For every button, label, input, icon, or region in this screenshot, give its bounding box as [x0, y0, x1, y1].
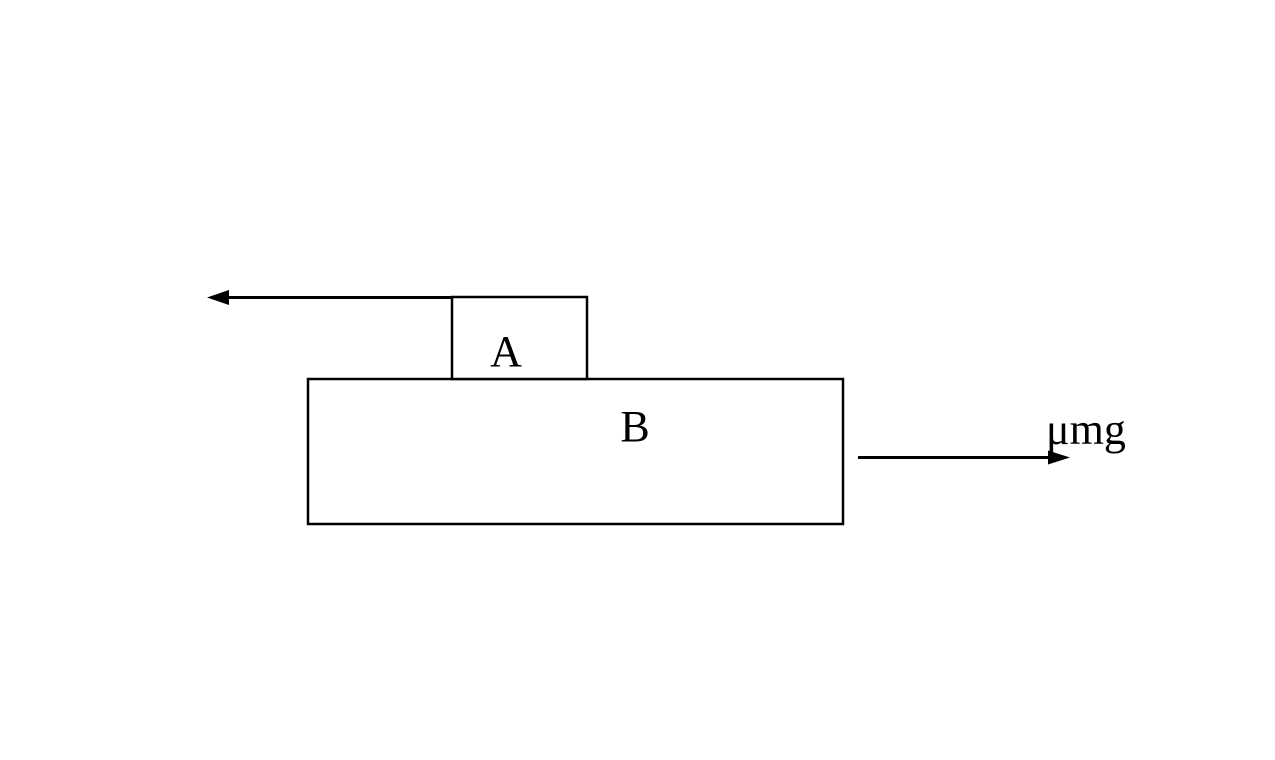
force-arrow-right — [858, 450, 1070, 465]
force-arrow-left — [207, 290, 452, 305]
block-a — [450, 295, 589, 381]
block-a-label: A — [490, 327, 522, 376]
right-arrowhead-icon — [1048, 450, 1070, 465]
left-arrowhead-icon — [207, 290, 229, 305]
block-b — [306, 377, 845, 526]
friction-force-label: μmg — [1046, 405, 1126, 454]
block-b-label: B — [620, 402, 650, 451]
